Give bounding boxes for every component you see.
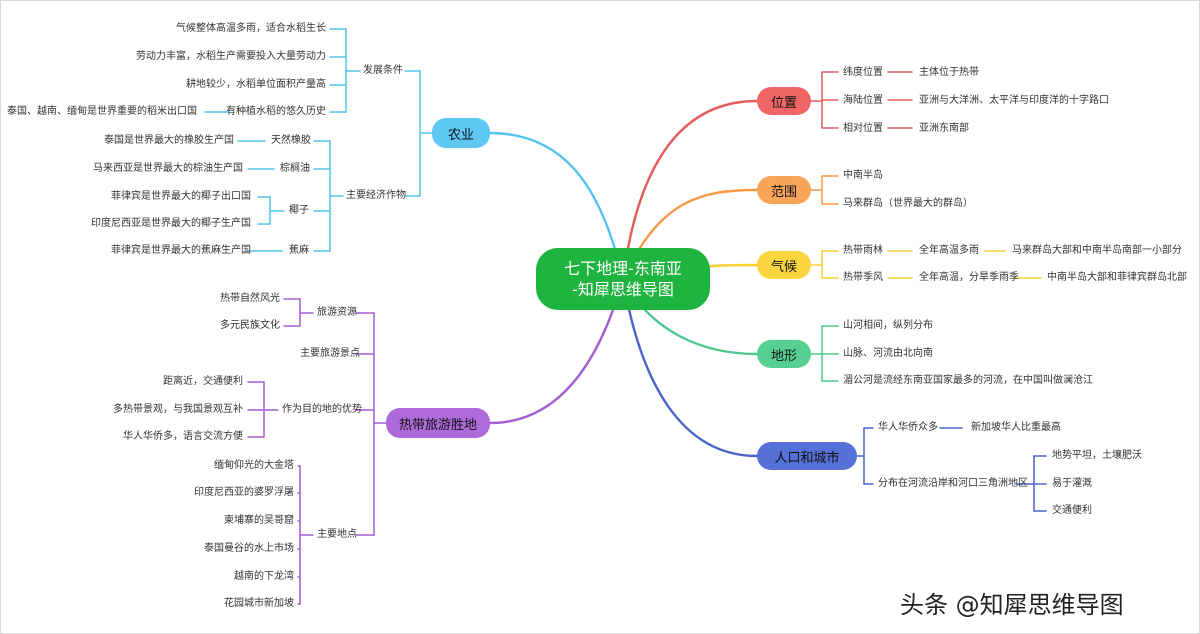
population-detail-1[interactable]: 地势平坦，土壤肥沃 <box>1052 450 1142 461</box>
population-overseas-chinese[interactable]: 华人华侨众多 <box>878 422 938 433</box>
condition-history[interactable]: 有种植水稻的悠久历史 <box>226 106 326 117</box>
crop-rubber-detail[interactable]: 泰国是世界最大的橡胶生产国 <box>104 135 234 146</box>
crop-palm-detail[interactable]: 马来西亚是世界最大的棕油生产国 <box>93 163 243 174</box>
crop-abaca[interactable]: 蕉麻 <box>289 245 309 256</box>
population-distribution[interactable]: 分布在河流沿岸和河口三角洲地区 <box>878 478 1028 489</box>
climate-rainforest[interactable]: 热带雨林 <box>843 245 883 256</box>
climate-rainforest-area[interactable]: 马来群岛大部和中南半岛南部一小部分 <box>1012 245 1182 256</box>
resource-nature[interactable]: 热带自然风光 <box>220 293 280 304</box>
tourism-advantages[interactable]: 作为目的地的优势 <box>282 404 362 415</box>
condition-labor[interactable]: 劳动力丰富，水稻生产需要投入大量劳动力 <box>136 51 326 62</box>
place-halong-bay[interactable]: 越南的下龙湾 <box>234 571 294 582</box>
place-singapore[interactable]: 花园城市新加坡 <box>224 598 294 609</box>
climate-monsoon-feature[interactable]: 全年高温，分旱季雨季 <box>919 272 1019 283</box>
curve-position <box>621 99 759 281</box>
condition-history-detail[interactable]: 泰国、越南、缅甸是世界重要的稻米出口国 <box>7 106 197 117</box>
population-detail-3[interactable]: 交通便利 <box>1052 505 1092 516</box>
position-relative-detail[interactable]: 亚洲东南部 <box>919 123 969 134</box>
branch-position[interactable]: 位置 <box>757 87 811 115</box>
position-latitude-detail[interactable]: 主体位于热带 <box>919 67 979 78</box>
position-land-sea-detail[interactable]: 亚洲与大洋洲、太平洋与印度洋的十字路口 <box>919 95 1109 106</box>
crop-coconut[interactable]: 椰子 <box>289 205 309 216</box>
scope-malay-archipelago[interactable]: 马来群岛（世界最大的群岛） <box>843 198 973 209</box>
advantage-language[interactable]: 华人华侨多，语言交流方便 <box>123 431 243 442</box>
crop-rubber[interactable]: 天然橡胶 <box>271 135 311 146</box>
curve-population <box>621 277 759 458</box>
terrain-item-1[interactable]: 山河相间，纵列分布 <box>843 320 933 331</box>
central-topic[interactable]: 七下地理-东南亚 -知犀思维导图 <box>536 248 710 310</box>
position-latitude[interactable]: 纬度位置 <box>843 67 883 78</box>
crop-coconut-detail-2[interactable]: 印度尼西亚是世界最大的椰子生产国 <box>91 218 251 229</box>
tourism-places[interactable]: 主要地点 <box>317 529 357 540</box>
tourism-spots[interactable]: 主要旅游景点 <box>300 348 360 359</box>
scope-indochina[interactable]: 中南半岛 <box>843 170 883 181</box>
branch-scope[interactable]: 范围 <box>757 176 811 204</box>
condition-climate[interactable]: 气候整体高温多雨，适合水稻生长 <box>176 23 326 34</box>
central-title-line1: 七下地理-东南亚 <box>564 259 682 278</box>
branch-tourism[interactable]: 热带旅游胜地 <box>386 408 490 438</box>
climate-monsoon[interactable]: 热带季风 <box>843 272 883 283</box>
place-floating-market[interactable]: 泰国曼谷的水上市场 <box>204 543 294 554</box>
curve-agriculture <box>488 131 625 281</box>
position-land-sea[interactable]: 海陆位置 <box>843 95 883 106</box>
branch-agriculture[interactable]: 农业 <box>432 118 490 148</box>
crop-abaca-detail[interactable]: 菲律宾是世界最大的蕉麻生产国 <box>111 245 251 256</box>
population-detail-2[interactable]: 易于灌溉 <box>1052 478 1092 489</box>
crop-coconut-detail-1[interactable]: 菲律宾是世界最大的椰子出口国 <box>111 191 251 202</box>
watermark: 头条 @知犀思维导图 <box>900 591 1124 619</box>
place-angkor[interactable]: 柬埔寨的吴哥窟 <box>224 515 294 526</box>
place-borobudur[interactable]: 印度尼西亚的婆罗浮屠 <box>194 487 294 498</box>
terrain-item-2[interactable]: 山脉、河流由北向南 <box>843 348 933 359</box>
crop-palm[interactable]: 棕榈油 <box>280 163 310 174</box>
population-singapore[interactable]: 新加坡华人比重最高 <box>971 422 1061 433</box>
condition-farmland[interactable]: 耕地较少，水稻单位面积产量高 <box>186 79 326 90</box>
advantage-distance[interactable]: 距离近，交通便利 <box>163 376 243 387</box>
central-title-line2: -知犀思维导图 <box>572 280 674 299</box>
branch-population[interactable]: 人口和城市 <box>757 442 857 470</box>
place-shwedagon[interactable]: 缅甸仰光的大金塔 <box>214 460 294 471</box>
position-relative[interactable]: 相对位置 <box>843 123 883 134</box>
resource-culture[interactable]: 多元民族文化 <box>220 320 280 331</box>
climate-monsoon-area[interactable]: 中南半岛大部和菲律宾群岛北部 <box>1047 272 1187 283</box>
terrain-item-3[interactable]: 湄公河是流经东南亚国家最多的河流，在中国叫做澜沧江 <box>843 375 1093 386</box>
agriculture-crops[interactable]: 主要经济作物 <box>346 190 406 201</box>
climate-rainforest-feature[interactable]: 全年高温多雨 <box>919 245 979 256</box>
advantage-landscape[interactable]: 多热带景观，与我国景观互补 <box>113 404 243 415</box>
tourism-resources[interactable]: 旅游资源 <box>317 307 357 318</box>
branch-climate[interactable]: 气候 <box>757 251 811 279</box>
branch-terrain[interactable]: 地形 <box>757 340 811 368</box>
agriculture-conditions[interactable]: 发展条件 <box>363 65 403 76</box>
